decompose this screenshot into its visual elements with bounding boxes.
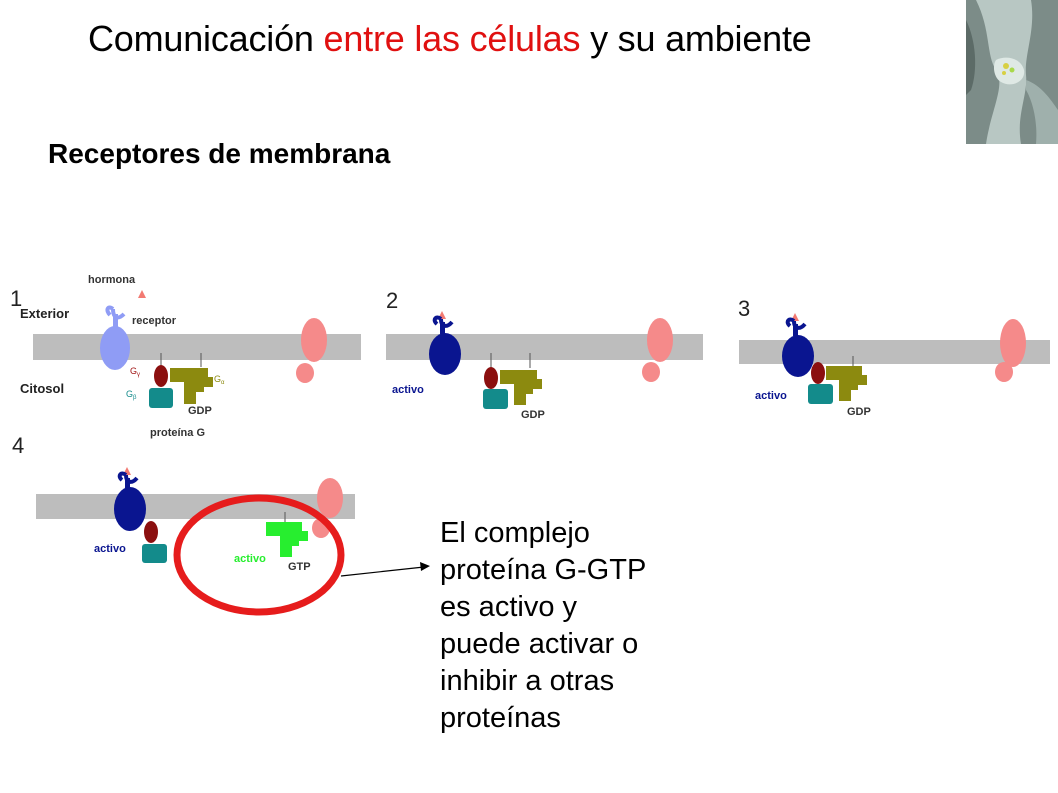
title-part3: y su ambiente [580,18,812,59]
g-alpha-gtp-active-icon [266,522,308,557]
gtp-label: GTP [288,561,311,573]
effector-protein-icon [317,478,343,518]
caption-arrow [340,562,430,577]
g-gamma-subunit-icon [154,365,168,387]
receptor-active-icon [114,487,146,531]
g-alpha-label: Gα [214,374,225,386]
panel-1: 1 Exterior Citosol hormona receptor Gγ G… [10,274,361,439]
g-gamma-subunit-icon [144,521,158,543]
arrow-head-icon [420,562,430,571]
g-alpha-subunit-icon [500,370,542,405]
g-beta-subunit-icon [483,389,508,409]
panel-1-number: 1 [10,286,22,311]
g-beta-subunit-icon [808,384,833,404]
synapse-thumbnail-image [966,0,1058,144]
activo-label-4: activo [94,543,126,555]
effector-protein-icon [1000,319,1026,367]
gdp-label-3: GDP [847,406,871,418]
panel-3-number: 3 [738,296,750,321]
g-alpha-subunit-icon [170,368,213,404]
gdp-label-2: GDP [521,409,545,421]
g-beta-subunit-icon [142,544,167,563]
caption-text: El complejo proteína G-GTP es activo y p… [440,517,647,734]
g-beta-subunit-icon [149,388,173,408]
g-gamma-subunit-icon [811,362,825,384]
hormona-label: hormona [88,274,136,286]
activo-label-2: activo [392,384,424,396]
panel-2-number: 2 [386,288,398,313]
panel-4: 4 activo activo GTP [12,433,355,616]
receptor-active-icon [782,335,814,377]
panel-2: 2 activo GDP [386,288,703,421]
exterior-label: Exterior [20,306,69,321]
receptor-inactive-icon [100,326,130,370]
title-part2: entre las células [323,18,581,59]
title-part1: Comunicación [88,18,324,59]
activo-label-3: activo [755,390,787,402]
effector-protein-icon [301,318,327,362]
slide-title: Comunicación entre las células y su ambi… [88,18,812,60]
effector-protein-icon [647,318,673,362]
panel-3: 3 activo GDP [738,296,1050,418]
proteina-g-label: proteína G [150,427,205,439]
gdp-label-1: GDP [188,405,212,417]
receptor-label: receptor [132,315,177,327]
hormone-icon [138,290,146,298]
panel-4-number: 4 [12,433,24,458]
receptor-active-icon [429,333,461,375]
citosol-label: Citosol [20,381,64,396]
g-alpha-subunit-icon [826,366,867,401]
g-gamma-label: Gγ [130,366,140,378]
slide-subtitle: Receptores de membrana [48,138,391,169]
activo-green-label: activo [234,553,266,565]
highlight-circle [173,494,345,616]
g-gamma-subunit-icon [484,367,498,389]
g-beta-label: Gβ [126,389,137,401]
